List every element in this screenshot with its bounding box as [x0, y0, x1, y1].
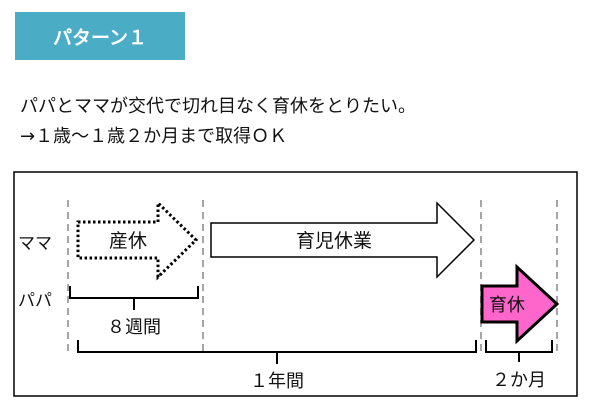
pattern-label-text: パターン１ — [52, 26, 148, 49]
childcare-leave-mama-arrow — [210, 201, 476, 279]
childcare-leave-papa-arrow — [480, 263, 560, 345]
childcare-leave-papa-label: 育休 — [489, 295, 525, 316]
row-label-papa: パパ — [18, 291, 52, 311]
description-line-1: パパとママが交代で切れ目なく育休をとりたい。 — [20, 96, 416, 117]
description-line-2: →１歳～１歳２か月まで取得ＯＫ — [20, 126, 288, 147]
two-months-label: ２か月 — [492, 370, 546, 391]
eight-weeks-bracket — [69, 286, 199, 310]
row-label-mama: ママ — [18, 234, 52, 254]
two-months-bracket — [485, 340, 553, 362]
one-year-bracket — [77, 340, 477, 364]
diagram-frame — [13, 171, 578, 397]
childcare-leave-mama-label: 育児休業 — [296, 230, 372, 252]
maternity-leave-label: 産休 — [109, 230, 147, 252]
eight-weeks-label: ８週間 — [107, 317, 161, 338]
pattern-label: パターン１ — [15, 12, 185, 60]
maternity-leave-arrow — [76, 199, 199, 281]
one-year-label: １年間 — [250, 371, 304, 392]
